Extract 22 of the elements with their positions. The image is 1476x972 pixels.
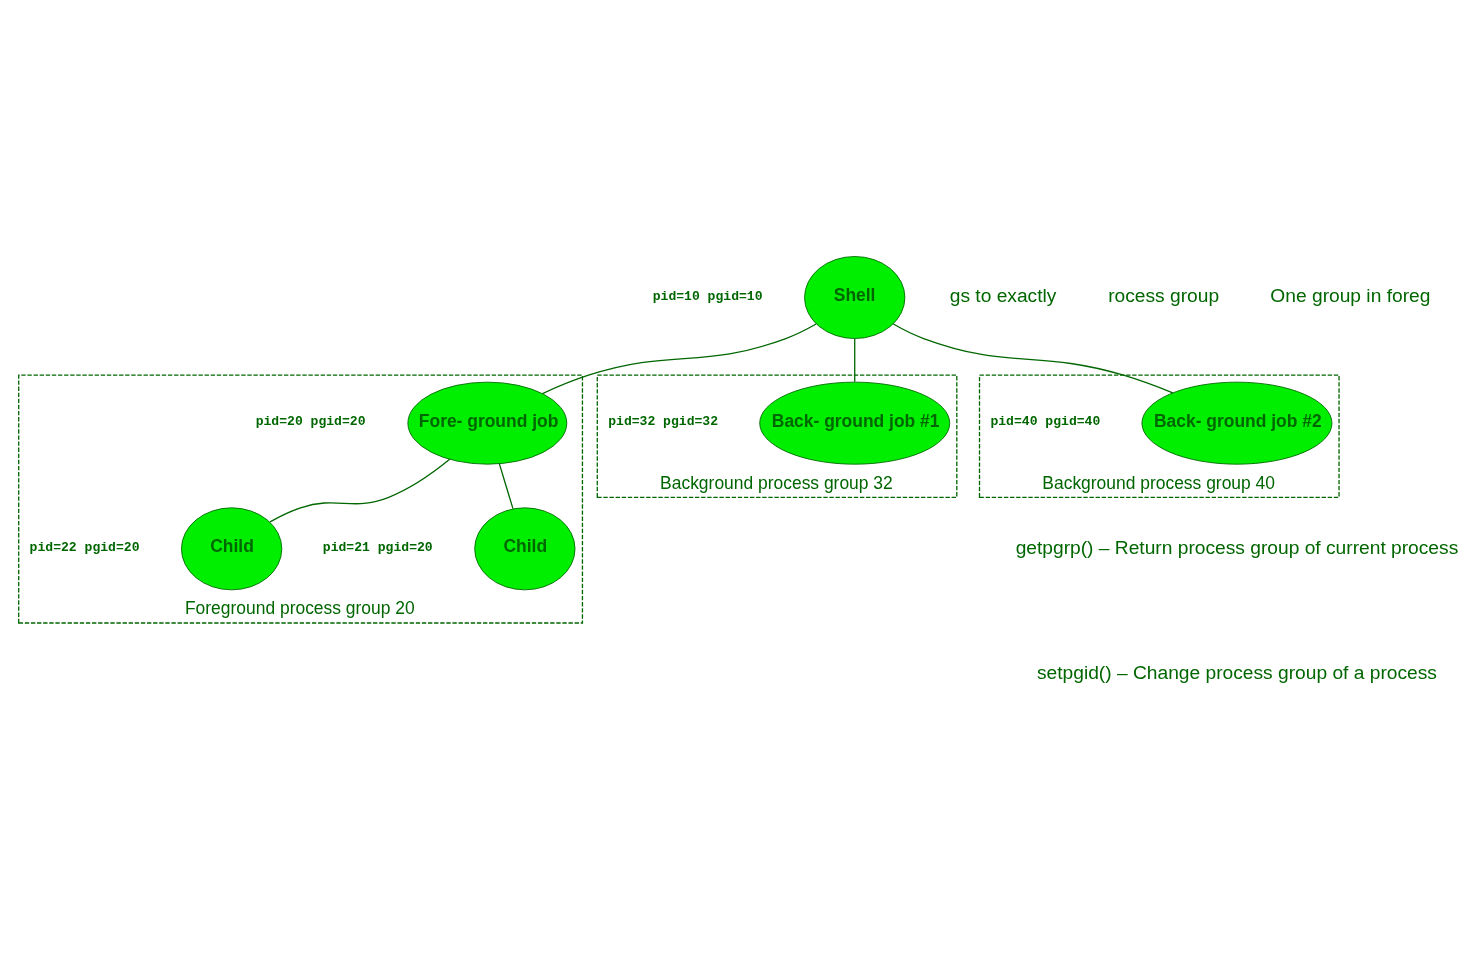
node-ellipse: Shell — [804, 256, 906, 339]
node-ellipse: Back- ground job #1 — [759, 381, 951, 465]
label: rocess group — [1108, 285, 1220, 307]
connector — [541, 323, 817, 395]
connector — [269, 458, 451, 523]
node-label: pid=20 pgid=20 — [255, 414, 366, 430]
node-label: pid=21 pgid=20 — [322, 540, 433, 556]
node-label: pid=32 pgid=32 — [608, 414, 719, 430]
connector — [854, 337, 856, 383]
label: setpgid() – Change process group of a process — [1036, 662, 1437, 684]
label: gs to exactly — [949, 285, 1057, 307]
node-ellipse: Fore- ground job — [407, 381, 568, 465]
node-ellipse: Child — [474, 507, 576, 591]
connector — [892, 323, 1174, 394]
node-label: pid=10 pgid=10 — [652, 288, 763, 304]
connector — [498, 463, 514, 510]
node-ellipse: Child — [181, 507, 283, 591]
label: One group in foreg — [1270, 285, 1431, 307]
node-label: pid=22 pgid=20 — [29, 540, 140, 556]
label: getpgrp() – Return process group of current process — [1015, 536, 1459, 558]
node-ellipse: Back- ground job #2 — [1141, 381, 1333, 465]
node-label: pid=40 pgid=40 — [990, 414, 1101, 430]
